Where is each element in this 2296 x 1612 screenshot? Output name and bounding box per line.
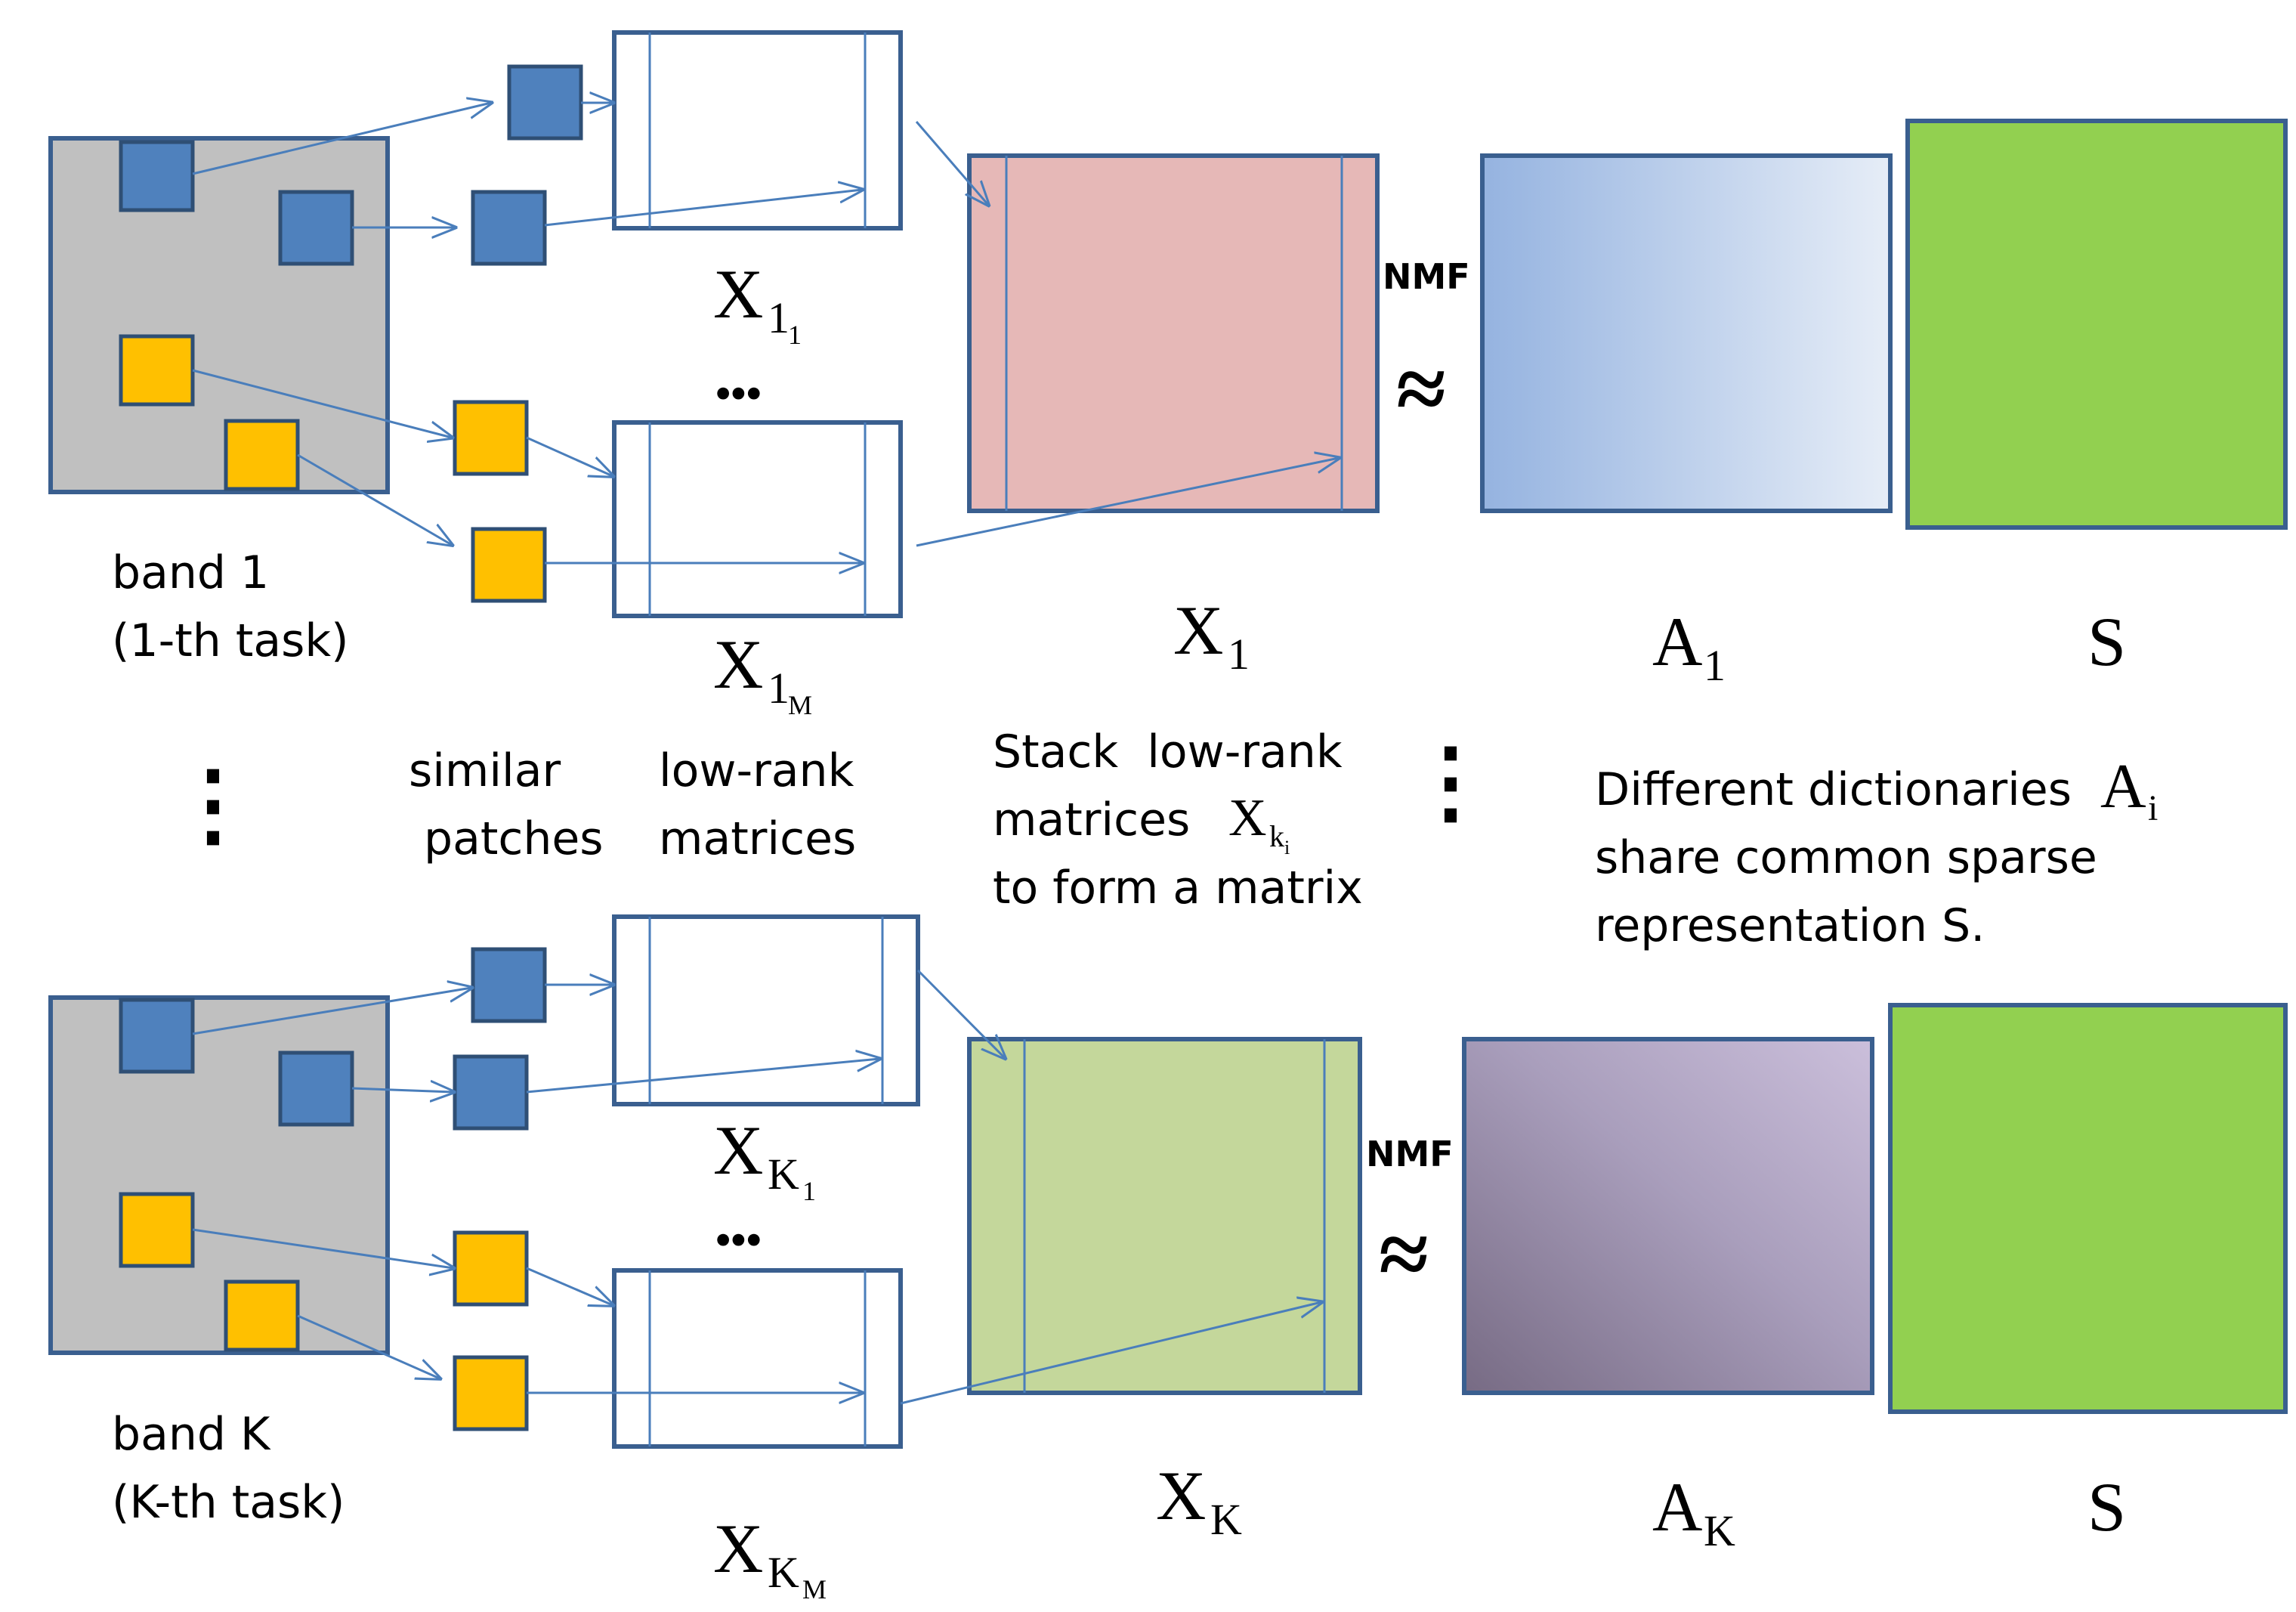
bottom-row — [48, 914, 2288, 1449]
band-k-patch-blue-1 — [119, 998, 195, 1074]
low-rank-matrix-first — [612, 30, 903, 231]
similar-patch-k-yellow-1 — [453, 1230, 529, 1307]
band-1-patch-yellow-2 — [224, 419, 300, 491]
label-ak: AK — [1652, 1468, 1735, 1555]
arrow-bandk-to-blue1 — [192, 988, 471, 1035]
label-x1-1: X11 — [713, 255, 802, 350]
approx-sign-top: ≈ — [1396, 339, 1446, 439]
label-a1: A1 — [1652, 603, 1726, 690]
label-s-bottom: S — [2087, 1468, 2126, 1545]
task-k-label: (K-th task) — [112, 1476, 345, 1529]
arrow-band1-to-yellow2 — [297, 453, 452, 545]
arrow-bandk-to-blue2 — [351, 1088, 453, 1092]
arrow-bandk-to-yellow1 — [192, 1228, 453, 1268]
sparse-representation-s-bottom — [1888, 1003, 2288, 1414]
stacked-matrix-xk — [967, 1037, 1362, 1395]
band-k-patch-yellow-2 — [224, 1279, 300, 1352]
arrow-band1-to-blue1 — [192, 103, 491, 175]
label-x1-m: X1M — [713, 626, 812, 720]
sparse-representation-s-top — [1905, 119, 2288, 530]
similar-patches-line1: similar — [409, 744, 561, 797]
nmf-label-top: NMF — [1383, 256, 1470, 297]
arrow-bandk-to-yellow2 — [297, 1314, 440, 1378]
arrow-matrix-k-first-to-xk — [916, 969, 1005, 1058]
low-rank-matrix-k-last — [612, 1268, 903, 1449]
arrow-k-yellow1-to-matrix — [526, 1267, 613, 1305]
similar-patch-yellow-1 — [453, 400, 529, 476]
task-1-label: (1-th task) — [112, 614, 349, 667]
stack-text-line2: matrices — [993, 794, 1190, 846]
approx-sign-bottom: ≈ — [1379, 1204, 1429, 1304]
band-k-patch-blue-2 — [278, 1050, 354, 1127]
dict-text-line1: Different dictionaries — [1595, 763, 2072, 816]
nmf-label-bottom: NMF — [1366, 1134, 1454, 1174]
dictionary-a1 — [1480, 153, 1893, 513]
low-rank-matrices-line2: matrices — [659, 812, 856, 865]
low-rank-matrix-k-first — [612, 914, 920, 1106]
arrow-yellow1-to-matrix — [526, 436, 613, 476]
low-rank-matrices-line1: low-rank — [659, 744, 854, 797]
vdots-left: ⋮ — [168, 754, 258, 855]
similar-patch-k-blue-1 — [471, 947, 547, 1023]
stack-text-symbol: Xki — [1228, 789, 1290, 859]
stack-text-line3: to form a matrix — [993, 862, 1363, 914]
dict-text-line2: share common sparse — [1595, 831, 2097, 884]
label-x1: X1 — [1173, 592, 1250, 679]
label-xk: XK — [1156, 1457, 1242, 1544]
similar-patch-blue-2 — [471, 190, 547, 266]
band-k-patch-yellow-1 — [119, 1192, 195, 1268]
stack-text-line1: Stack low-rank — [993, 726, 1343, 778]
band-1-label: band 1 — [112, 546, 269, 599]
similar-patches-line2: patches — [424, 812, 604, 865]
ellipsis-top: ••• — [715, 369, 762, 418]
arrow-band1-to-yellow1 — [192, 369, 452, 438]
low-rank-matrix-last — [612, 420, 903, 618]
arrow-matrix-first-to-x1 — [915, 121, 988, 205]
band-1-patch-yellow-1 — [119, 334, 195, 407]
dictionary-ak — [1462, 1037, 1874, 1395]
dict-text-symbol: Ai — [2100, 751, 2158, 828]
dict-text-line3: representation S. — [1595, 899, 1985, 952]
arrow-matrix-k-last-to-xk — [900, 1302, 1321, 1405]
band-k-label: band K — [112, 1408, 271, 1461]
similar-patch-k-yellow-2 — [453, 1355, 529, 1431]
arrow-matrix-last-to-x1 — [916, 458, 1339, 547]
arrow-blue2-to-matrix-column — [544, 190, 862, 227]
band-1-patch-blue-1 — [119, 140, 195, 212]
top-row — [48, 30, 2288, 618]
similar-patch-k-blue-2 — [453, 1054, 529, 1131]
stacked-matrix-x1 — [967, 153, 1380, 513]
arrow-k-blue2-to-matrix-column — [526, 1059, 879, 1094]
label-s-top: S — [2087, 603, 2126, 680]
similar-patch-yellow-2 — [471, 527, 547, 603]
similar-patch-blue-1 — [507, 64, 583, 141]
labels: band 1 (1-th task) X11 ••• X1M X1 NMF ≈ … — [112, 255, 2158, 1604]
ellipsis-bottom: ••• — [715, 1215, 762, 1264]
vdots-center: ⋮ — [1405, 732, 1496, 832]
band-1-patch-blue-2 — [278, 190, 354, 266]
